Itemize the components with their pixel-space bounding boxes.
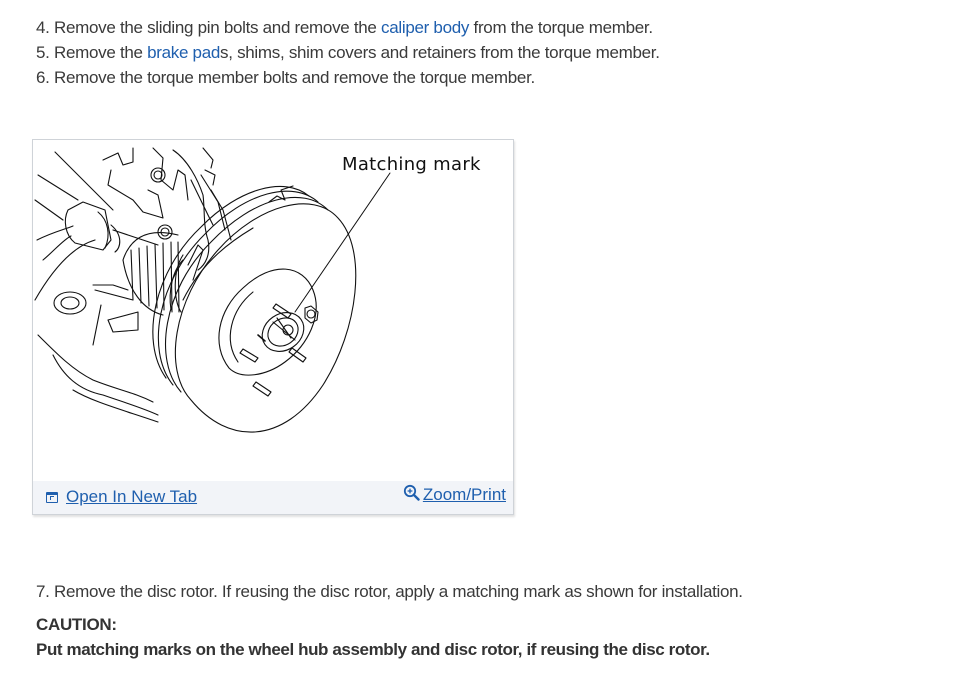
caution-text: Put matching marks on the wheel hub asse… [36,640,710,659]
caliper-body-link[interactable]: caliper body [381,18,470,37]
open-in-new-tab-label: Open In New Tab [66,487,198,506]
disc-rotor-illustration [34,147,391,433]
step-text: Remove the [54,43,148,62]
step-text: Remove the disc rotor. If reusing the di… [54,582,743,601]
step-number: 6. [36,68,50,87]
disc-rotor-diagram[interactable]: Matching mark [33,140,513,481]
step-text: s, shims, shim covers and retainers from… [220,43,660,62]
step-number: 7. [36,582,50,601]
step-4: 4. Remove the sliding pin bolts and remo… [36,15,660,40]
step-text: Remove the torque member bolts and remov… [54,68,535,87]
figure-toolbar: Open In New Tab Zoom/Print [33,481,513,514]
zoom-print-button[interactable]: Zoom/Print [403,484,506,505]
zoom-print-label: Zoom/Print [422,485,506,504]
diagram-figure: Matching mark Open In New Tab Zoom/Print [32,139,514,515]
open-in-new-tab-icon [46,491,58,503]
step-number: 4. [36,18,50,37]
step-text: from the torque member. [469,18,654,37]
open-in-new-tab-button[interactable]: Open In New Tab [46,487,197,507]
step-6: 6. Remove the torque member bolts and re… [36,65,660,90]
caution-heading: CAUTION: [36,615,117,634]
matching-mark-callout: Matching mark [342,154,481,175]
step-5: 5. Remove the brake pads, shims, shim co… [36,40,660,65]
step-7: 7. Remove the disc rotor. If reusing the… [36,582,743,602]
brake-pad-link[interactable]: brake pad [147,43,221,62]
procedure-steps: 4. Remove the sliding pin bolts and remo… [36,15,660,90]
step-text: Remove the sliding pin bolts and remove … [54,18,382,37]
step-number: 5. [36,43,50,62]
zoom-in-icon [403,484,420,501]
